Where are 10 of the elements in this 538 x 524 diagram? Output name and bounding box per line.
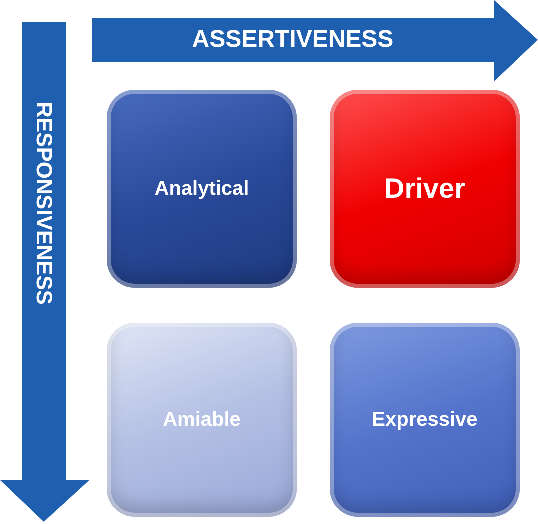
axis-label: ASSERTIVENESS [192, 28, 394, 52]
tile-label: Expressive [372, 410, 478, 430]
rounded-tile [107, 90, 297, 288]
rounded-tile [330, 323, 520, 517]
rounded-tile [107, 323, 297, 517]
tile-label: Driver [384, 175, 466, 203]
tile-label: Analytical [154, 179, 250, 199]
tile-label: Amiable [163, 410, 241, 430]
axis-label: RESPONSIVENESS [33, 102, 55, 305]
rounded-tile [330, 90, 520, 288]
